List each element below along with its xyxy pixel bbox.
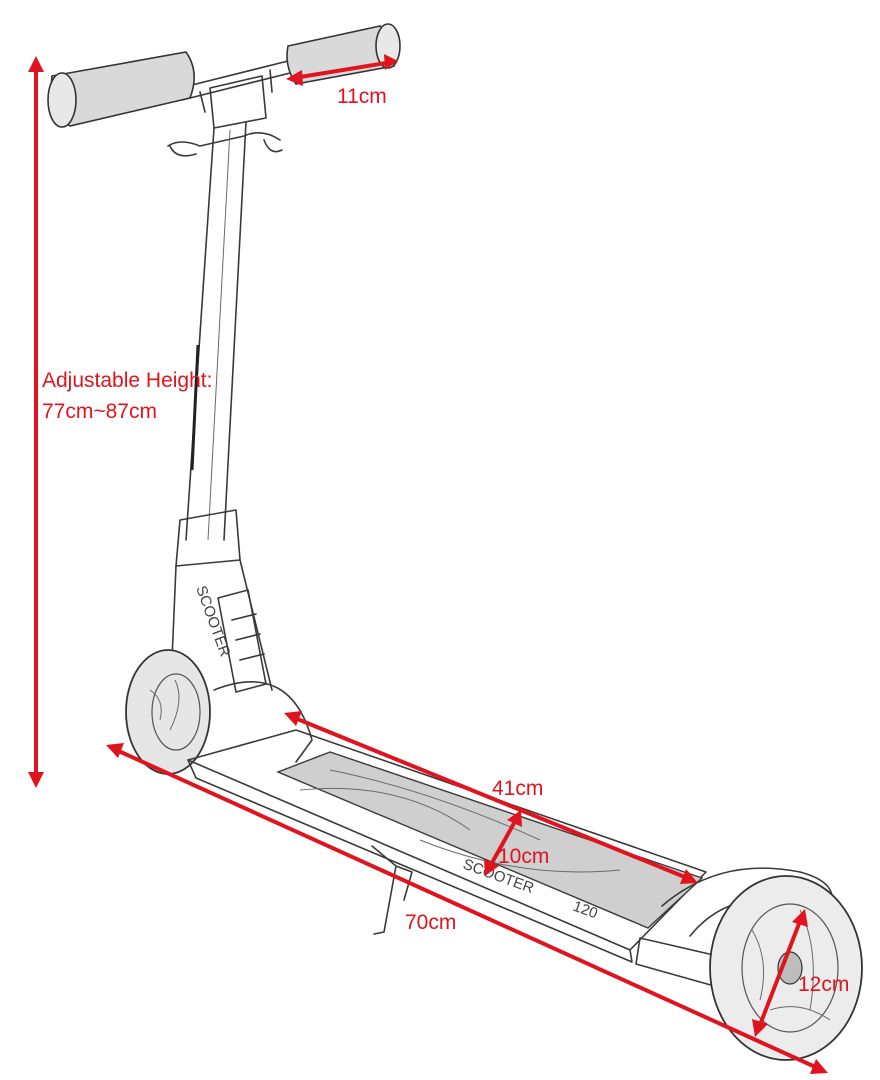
dimension-lines xyxy=(28,54,828,1074)
wheel-diameter-label: 12cm xyxy=(798,973,850,996)
stem-clamp xyxy=(209,75,267,129)
arrowhead xyxy=(284,711,302,726)
stem-tube xyxy=(185,121,247,541)
total-length-label: 70cm xyxy=(405,911,457,934)
height-title-label: Adjustable Height: xyxy=(42,369,213,392)
arrowhead xyxy=(752,1019,768,1037)
total-length-line xyxy=(110,746,824,1072)
arrowhead xyxy=(810,1059,828,1074)
stem-slot xyxy=(190,344,200,471)
deck-length-line xyxy=(288,714,694,882)
deck-length-label: 41cm xyxy=(492,777,544,800)
arrowhead xyxy=(507,810,522,827)
left-grip xyxy=(47,51,195,128)
quick-release xyxy=(167,132,281,147)
arrowhead xyxy=(28,56,44,72)
deck-outline xyxy=(187,729,707,951)
arrowhead xyxy=(792,909,808,927)
arrowhead xyxy=(106,743,124,758)
handlebar-width-line xyxy=(292,60,394,80)
front-wheel xyxy=(125,649,211,775)
arrowhead xyxy=(28,772,44,788)
arrowhead xyxy=(680,869,698,884)
handlebar-tube xyxy=(179,57,303,101)
height-value-label: 77cm~87cm xyxy=(42,400,157,423)
right-grip xyxy=(286,23,401,85)
arrowhead xyxy=(384,54,398,70)
arrowhead xyxy=(484,859,499,876)
kickstand xyxy=(371,845,413,935)
deck-width-label: 10cm xyxy=(498,845,550,868)
handlebar-width-label: 11cm xyxy=(337,85,387,108)
wheel-diameter-line xyxy=(756,914,804,1032)
deck-griptape xyxy=(276,751,704,929)
deck-width-line xyxy=(486,814,520,872)
scooter-illustration: SCOOTER SCOOTER 120 xyxy=(47,23,863,1061)
front-fender xyxy=(213,681,313,763)
arrowhead xyxy=(286,70,303,86)
rear-wheel xyxy=(709,875,863,1061)
